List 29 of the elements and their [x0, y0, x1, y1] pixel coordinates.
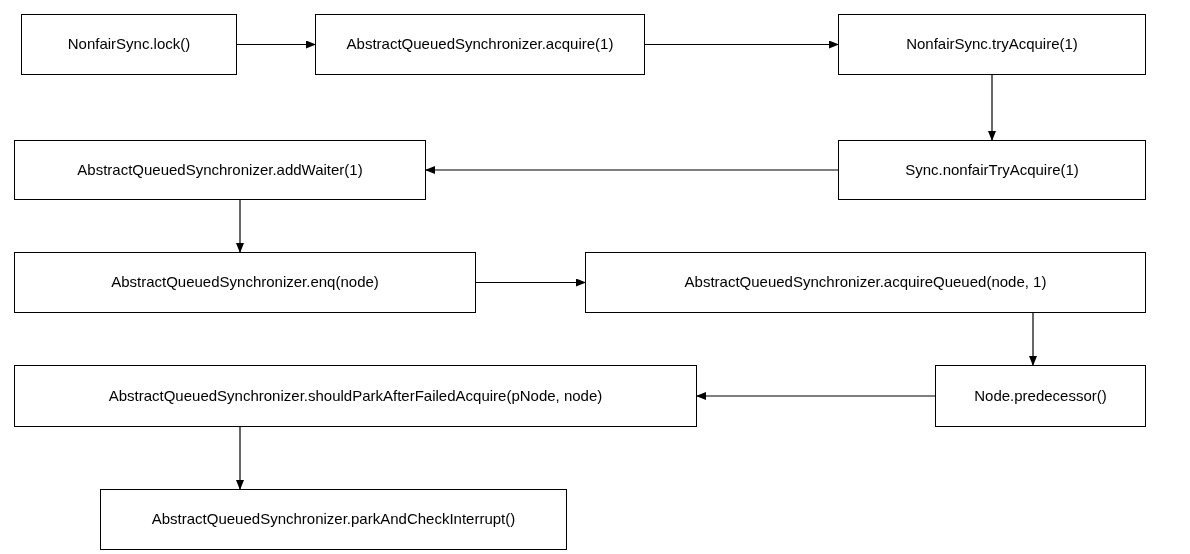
arrow: [1029, 312, 1037, 366]
process-box: [100, 489, 567, 550]
box-label: NonfairSync.tryAcquire(1): [906, 34, 1078, 55]
box-label: AbstractQueuedSynchronizer.parkAndCheckInterrupt(): [151, 509, 516, 530]
arrow: [236, 40, 316, 49]
process-box: [935, 365, 1146, 427]
process-box: [21, 14, 237, 75]
process-box: [315, 14, 645, 75]
process-box: [14, 140, 426, 200]
box-label: Sync.nonfairTryAcquire(1): [905, 159, 1079, 180]
arrow: [236, 426, 244, 490]
box-label: NonfairSync.lock(): [67, 34, 191, 55]
process-box: [585, 252, 1146, 313]
box-label: AbstractQueuedSynchronizer.acquireQueued(node, 1): [684, 272, 1047, 293]
box-label: AbstractQueuedSynchronizer.shouldParkAfterFailedAcquire(pNode, node): [108, 385, 603, 406]
box-label: AbstractQueuedSynchronizer.enq(node): [111, 272, 379, 293]
process-box: [14, 252, 476, 313]
arrow: [236, 199, 244, 253]
process-box: [838, 140, 1146, 200]
box-label: AbstractQueuedSynchronizer.addWaiter(1): [77, 159, 363, 180]
arrow: [425, 166, 839, 174]
arrow: [644, 40, 839, 49]
process-box: [838, 14, 1146, 75]
box-label: AbstractQueuedSynchronizer.acquire(1): [346, 34, 614, 55]
arrow: [988, 74, 996, 141]
arrow: [475, 278, 586, 287]
box-label: Node.predecessor(): [974, 385, 1107, 406]
process-box: [14, 365, 697, 427]
arrow: [696, 392, 936, 400]
